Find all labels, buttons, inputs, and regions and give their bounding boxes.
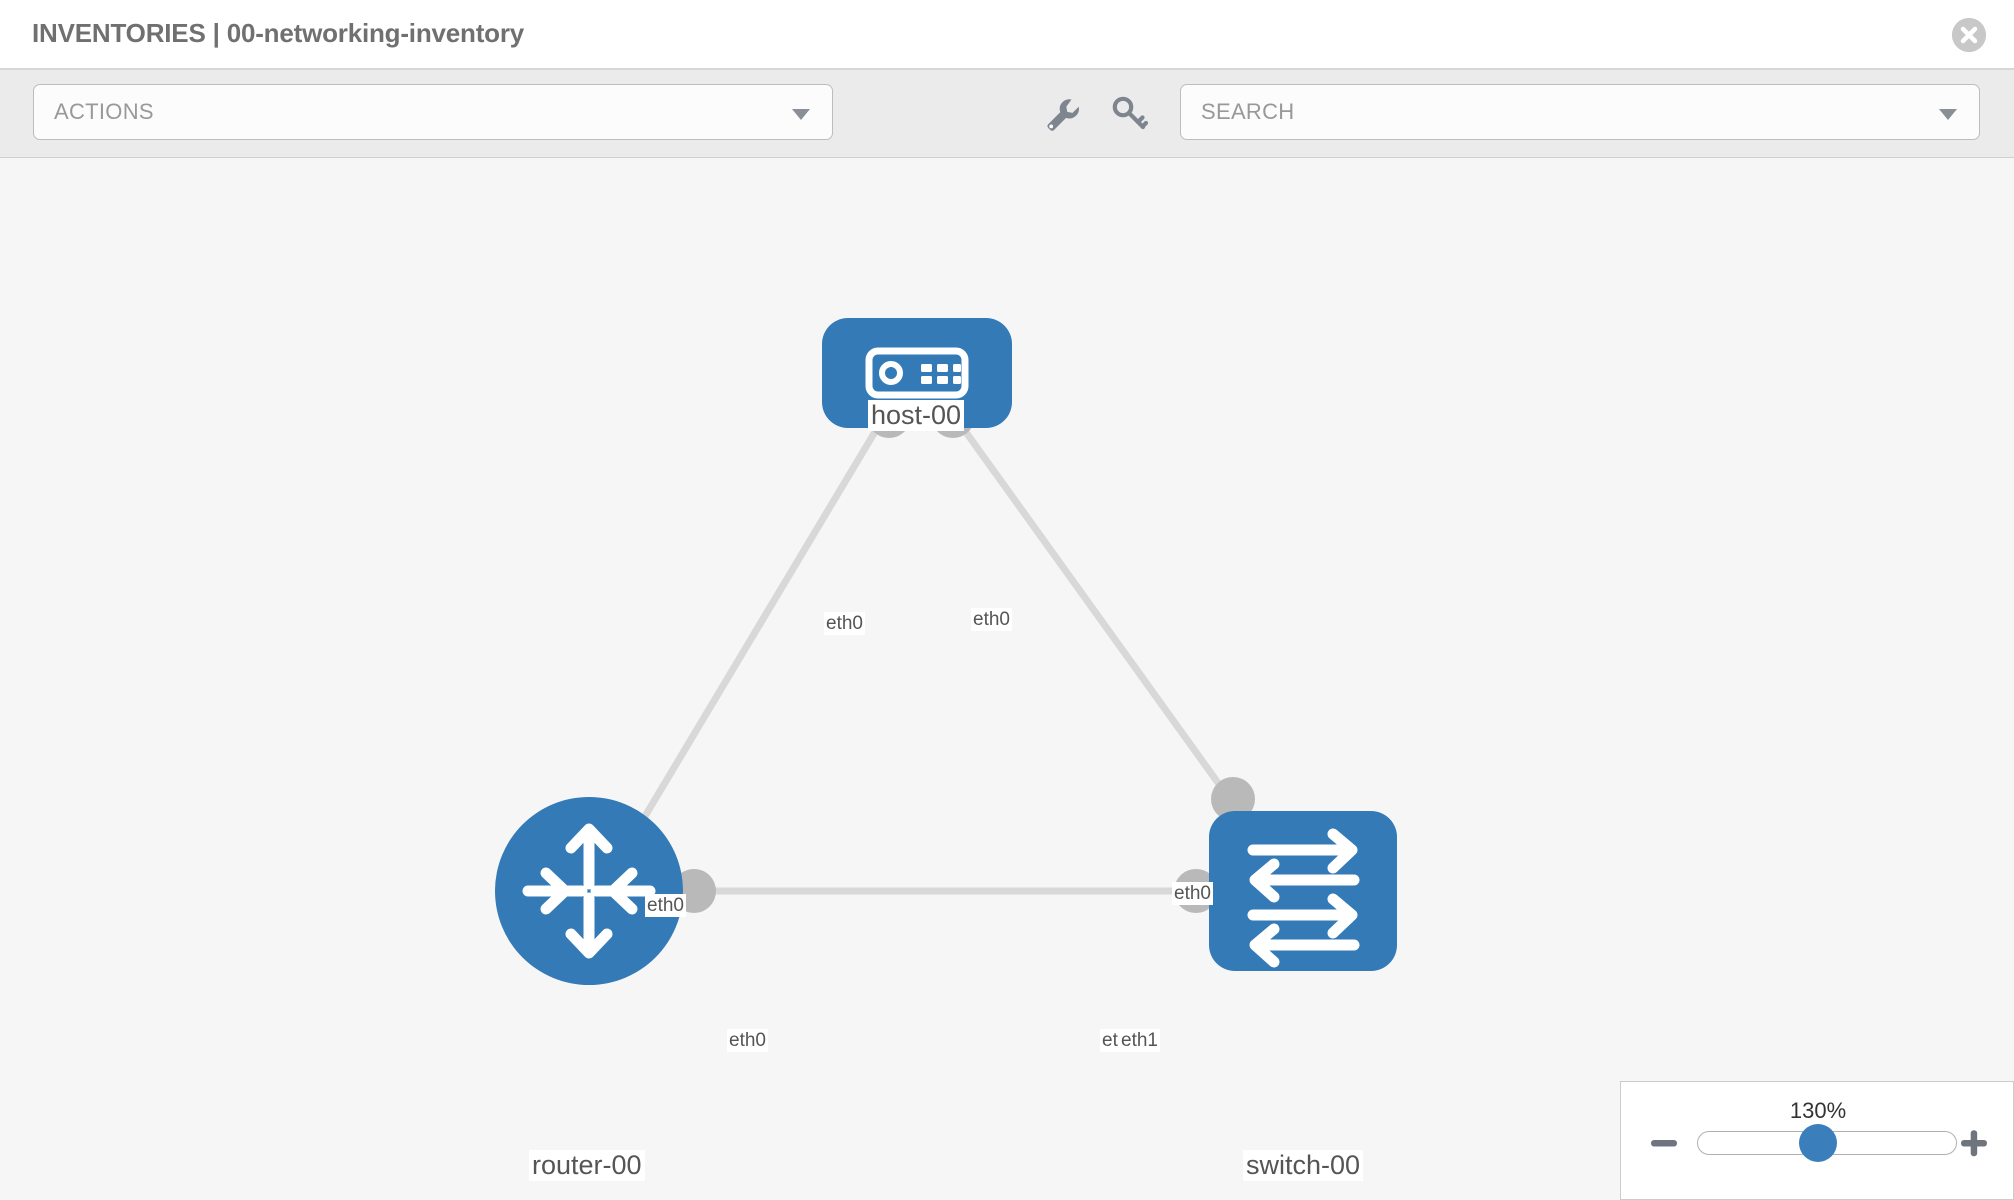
actions-dropdown[interactable]: ACTIONS bbox=[33, 84, 833, 140]
node-label-router-00: router-00 bbox=[529, 1150, 645, 1181]
node-switch-00[interactable] bbox=[1209, 811, 1397, 971]
plus-icon bbox=[1961, 1130, 1987, 1157]
topology-links bbox=[616, 407, 1275, 895]
link-host00-router00 bbox=[616, 408, 892, 860]
minus-icon bbox=[1651, 1140, 1677, 1147]
zoom-out-button[interactable] bbox=[1647, 1126, 1681, 1160]
key-icon[interactable] bbox=[1108, 92, 1150, 134]
interface-label: eth0 bbox=[1172, 882, 1213, 905]
topology-graph bbox=[495, 318, 1397, 985]
server-icon bbox=[865, 347, 969, 399]
close-icon[interactable] bbox=[1952, 18, 1986, 52]
zoom-slider-thumb[interactable] bbox=[1799, 1124, 1837, 1162]
actions-dropdown-label: ACTIONS bbox=[54, 99, 154, 124]
topology-canvas[interactable]: host-00 router-00 switch-00 eth0 eth0 et… bbox=[0, 158, 2014, 1200]
zoom-in-button[interactable] bbox=[1957, 1126, 1991, 1160]
interface-label: eth0 bbox=[727, 1029, 768, 1052]
interface-label: eth0 bbox=[824, 612, 865, 635]
wrench-icon[interactable] bbox=[1040, 92, 1082, 134]
interface-label: et bbox=[1100, 1029, 1120, 1052]
search-placeholder: SEARCH bbox=[1201, 99, 1295, 124]
zoom-control-panel: 130% bbox=[1620, 1081, 2014, 1200]
node-label-switch-00: switch-00 bbox=[1243, 1150, 1364, 1181]
switch-icon bbox=[1247, 828, 1360, 968]
search-input[interactable]: SEARCH bbox=[1180, 84, 1980, 140]
topology-connectors bbox=[672, 394, 1255, 913]
page-header: INVENTORIES | 00-networking-inventory bbox=[0, 0, 2014, 70]
interface-label: eth1 bbox=[1119, 1029, 1160, 1052]
router-icon bbox=[522, 823, 656, 959]
node-label-host-00: host-00 bbox=[868, 400, 965, 431]
connector-dot bbox=[1211, 777, 1255, 821]
chevron-down-icon bbox=[792, 109, 810, 120]
zoom-level-label: 130% bbox=[1789, 1098, 1847, 1123]
interface-label: eth0 bbox=[971, 608, 1012, 631]
page-title: INVENTORIES | 00-networking-inventory bbox=[32, 18, 525, 48]
interface-label: eth0 bbox=[645, 894, 686, 917]
node-router-00[interactable] bbox=[495, 797, 683, 985]
chevron-down-icon[interactable] bbox=[1939, 109, 1957, 120]
